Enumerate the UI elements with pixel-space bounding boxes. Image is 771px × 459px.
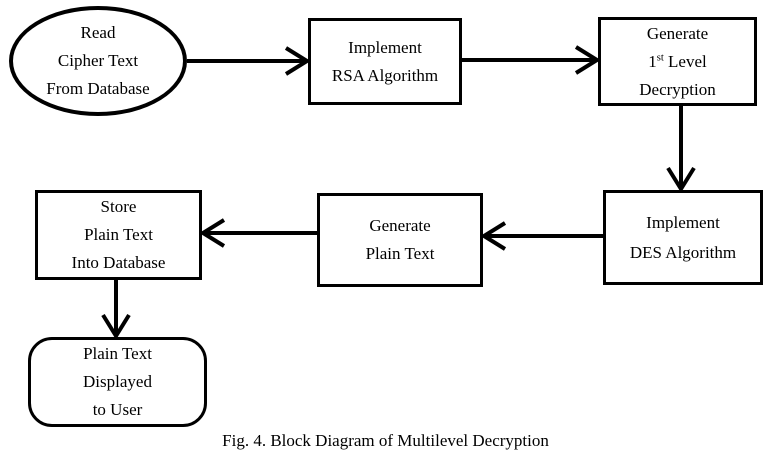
- node-plain-text-displayed-to-user: Plain Text Displayed to User: [28, 337, 207, 427]
- node-read-cipher-text-from-database: Read Cipher Text From Database: [9, 6, 187, 116]
- node-line: Store: [100, 197, 137, 216]
- ordinal-superscript: st: [656, 51, 664, 63]
- node-line: Into Database: [71, 253, 166, 272]
- node-line: From Database: [46, 79, 150, 98]
- arrow-store-to-displayed: [101, 280, 131, 340]
- node-line: Plain Text: [84, 225, 153, 244]
- arrow-rsa-to-first-level: [462, 45, 601, 75]
- node-line: Plain Text: [83, 344, 152, 363]
- node-implement-rsa-algorithm: Implement RSA Algorithm: [308, 18, 462, 105]
- node-line: Read: [80, 23, 116, 42]
- node-line: Decryption: [639, 79, 716, 99]
- node-line: RSA Algorithm: [331, 65, 439, 85]
- node-line: Plain Text: [365, 244, 435, 263]
- node-line: Implement: [348, 37, 422, 57]
- node-line: Cipher Text: [57, 51, 139, 70]
- node-line: to User: [92, 400, 143, 419]
- node-line: Generate: [646, 23, 709, 43]
- arrow-des-to-generate-plain: [480, 221, 603, 251]
- node-generate-first-level-decryption: Generate 1st Level Decryption: [598, 17, 757, 106]
- arrow-generate-plain-to-store: [199, 218, 317, 248]
- arrow-read-to-rsa: [187, 46, 311, 76]
- node-store-plain-text-into-database: Store Plain Text Into Database: [35, 190, 202, 280]
- node-line: DES Algorithm: [629, 242, 737, 262]
- arrow-first-level-to-des: [666, 106, 696, 193]
- node-implement-des-algorithm: Implement DES Algorithm: [603, 190, 763, 285]
- node-line: Displayed: [83, 372, 152, 391]
- node-line: Implement: [646, 212, 720, 232]
- node-generate-plain-text: Generate Plain Text: [317, 193, 483, 287]
- figure-caption: Fig. 4. Block Diagram of Multilevel Decr…: [222, 431, 549, 450]
- node-line: Generate: [369, 216, 431, 235]
- node-line: 1st Level: [648, 51, 707, 71]
